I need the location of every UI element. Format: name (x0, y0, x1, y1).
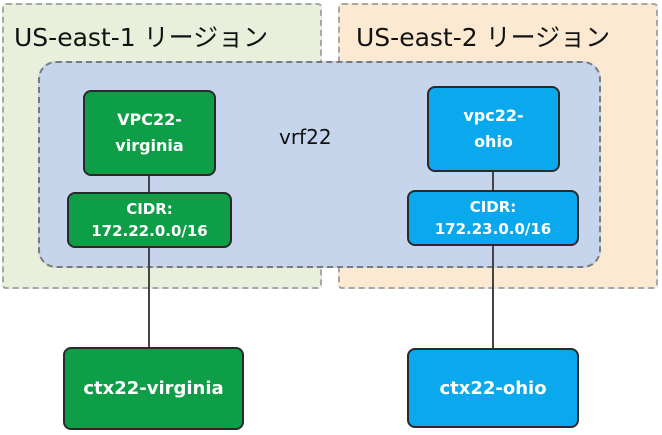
region-label-us-east-2: US-east-2 リージョン (356, 23, 611, 52)
context-node-virginia[interactable]: ctx22-virginia (63, 347, 244, 430)
vrf-label: vrf22 (279, 125, 332, 149)
context-node-ohio[interactable]: ctx22-ohio (407, 348, 579, 428)
cidr-node-ohio[interactable]: CIDR: 172.23.0.0/16 (407, 190, 579, 246)
context-label: ctx22-ohio (439, 377, 547, 399)
context-label: ctx22-virginia (83, 378, 224, 399)
connector-line (492, 172, 494, 190)
connector-line (492, 246, 494, 348)
connector-line (148, 176, 150, 192)
cidr-title: CIDR: (126, 200, 173, 218)
cidr-value: 172.23.0.0/16 (434, 220, 552, 238)
vpc-name-line1: vpc22- (463, 106, 524, 125)
vpc-name-line2: virginia (115, 136, 184, 155)
cidr-value: 172.22.0.0/16 (91, 222, 208, 240)
vpc-node-ohio[interactable]: vpc22- ohio (427, 86, 560, 172)
cidr-node-virginia[interactable]: CIDR: 172.22.0.0/16 (67, 192, 232, 248)
vpc-name-line1: VPC22- (117, 110, 182, 129)
vpc-node-virginia[interactable]: VPC22- virginia (83, 90, 216, 176)
vpc-name-line2: ohio (474, 132, 513, 151)
region-label-us-east-1: US-east-1 リージョン (14, 23, 269, 52)
cidr-title: CIDR: (469, 198, 517, 216)
connector-line (148, 248, 150, 347)
